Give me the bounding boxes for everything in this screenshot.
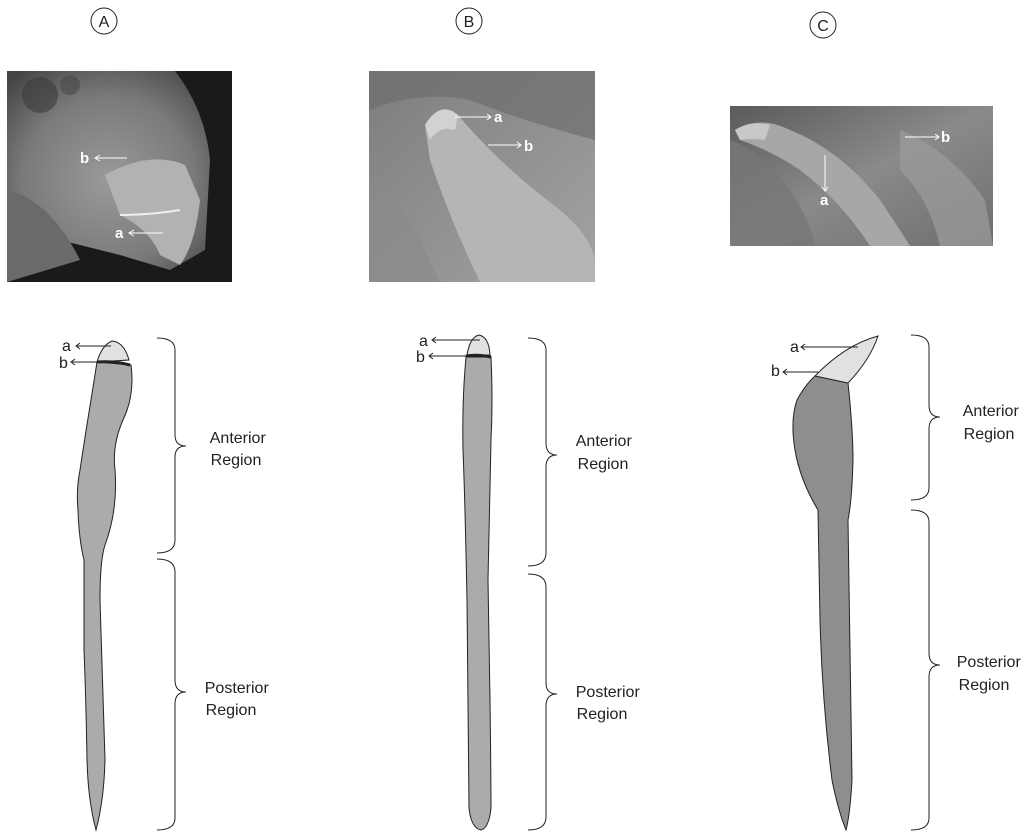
posterior-label-a: Posterior Region: [205, 680, 273, 719]
sem-photo-b: a b: [369, 71, 595, 282]
sem-photo-a: b a: [7, 71, 232, 282]
diagram-label-b-b: b: [416, 349, 425, 366]
panel-c: C b a a b Ante: [730, 12, 1025, 830]
anterior-bracket-b: [528, 338, 557, 566]
anterior-label-b: Anterior Region: [576, 433, 636, 473]
photo-label-a-b: a: [494, 109, 503, 126]
body-outline-a: [77, 362, 132, 830]
posterior-bracket-c: [911, 510, 940, 830]
panel-b: B a b a b: [369, 8, 644, 830]
anterior-bracket-a: [157, 338, 186, 553]
diagram-label-b-c: b: [771, 363, 780, 380]
diagram-label-a-a: a: [62, 338, 71, 355]
body-outline-b: [463, 357, 492, 830]
photo-label-a-a: a: [115, 225, 124, 242]
tip-a: [97, 341, 129, 362]
photo-label-a-c: a: [820, 192, 829, 209]
diagram-label-a-b: a: [419, 333, 428, 350]
tip-b: [467, 335, 490, 355]
body-outline-c: [793, 376, 853, 830]
anterior-bracket-c: [911, 335, 940, 500]
photo-label-b-a: b: [80, 150, 89, 167]
panel-letter-b: B: [464, 14, 475, 31]
tip-c: [815, 336, 878, 383]
posterior-label-b: Posterior Region: [576, 684, 644, 723]
posterior-label-c: Posterior Region: [957, 654, 1025, 694]
anterior-label-a: Anterior Region: [210, 430, 270, 469]
posterior-bracket-b: [528, 574, 557, 830]
panel-a: A b a a b: [7, 8, 273, 830]
panel-letter-c: C: [817, 18, 829, 35]
panel-letter-a: A: [99, 14, 110, 31]
anterior-label-c: Anterior Region: [963, 403, 1023, 443]
diagram-label-b-a: b: [59, 355, 68, 372]
photo-label-b-b: b: [524, 138, 533, 155]
photo-label-b-c: b: [941, 129, 950, 146]
schematic-a: a b Anterior Region Posterior Region: [59, 338, 273, 830]
diagram-label-a-c: a: [790, 339, 799, 356]
sem-photo-c: b a: [730, 106, 993, 246]
schematic-c: a b Anterior Region Posterior Region: [771, 335, 1025, 830]
posterior-bracket-a: [157, 559, 186, 830]
schematic-b: a b Anterior Region Posterior Region: [416, 333, 644, 830]
